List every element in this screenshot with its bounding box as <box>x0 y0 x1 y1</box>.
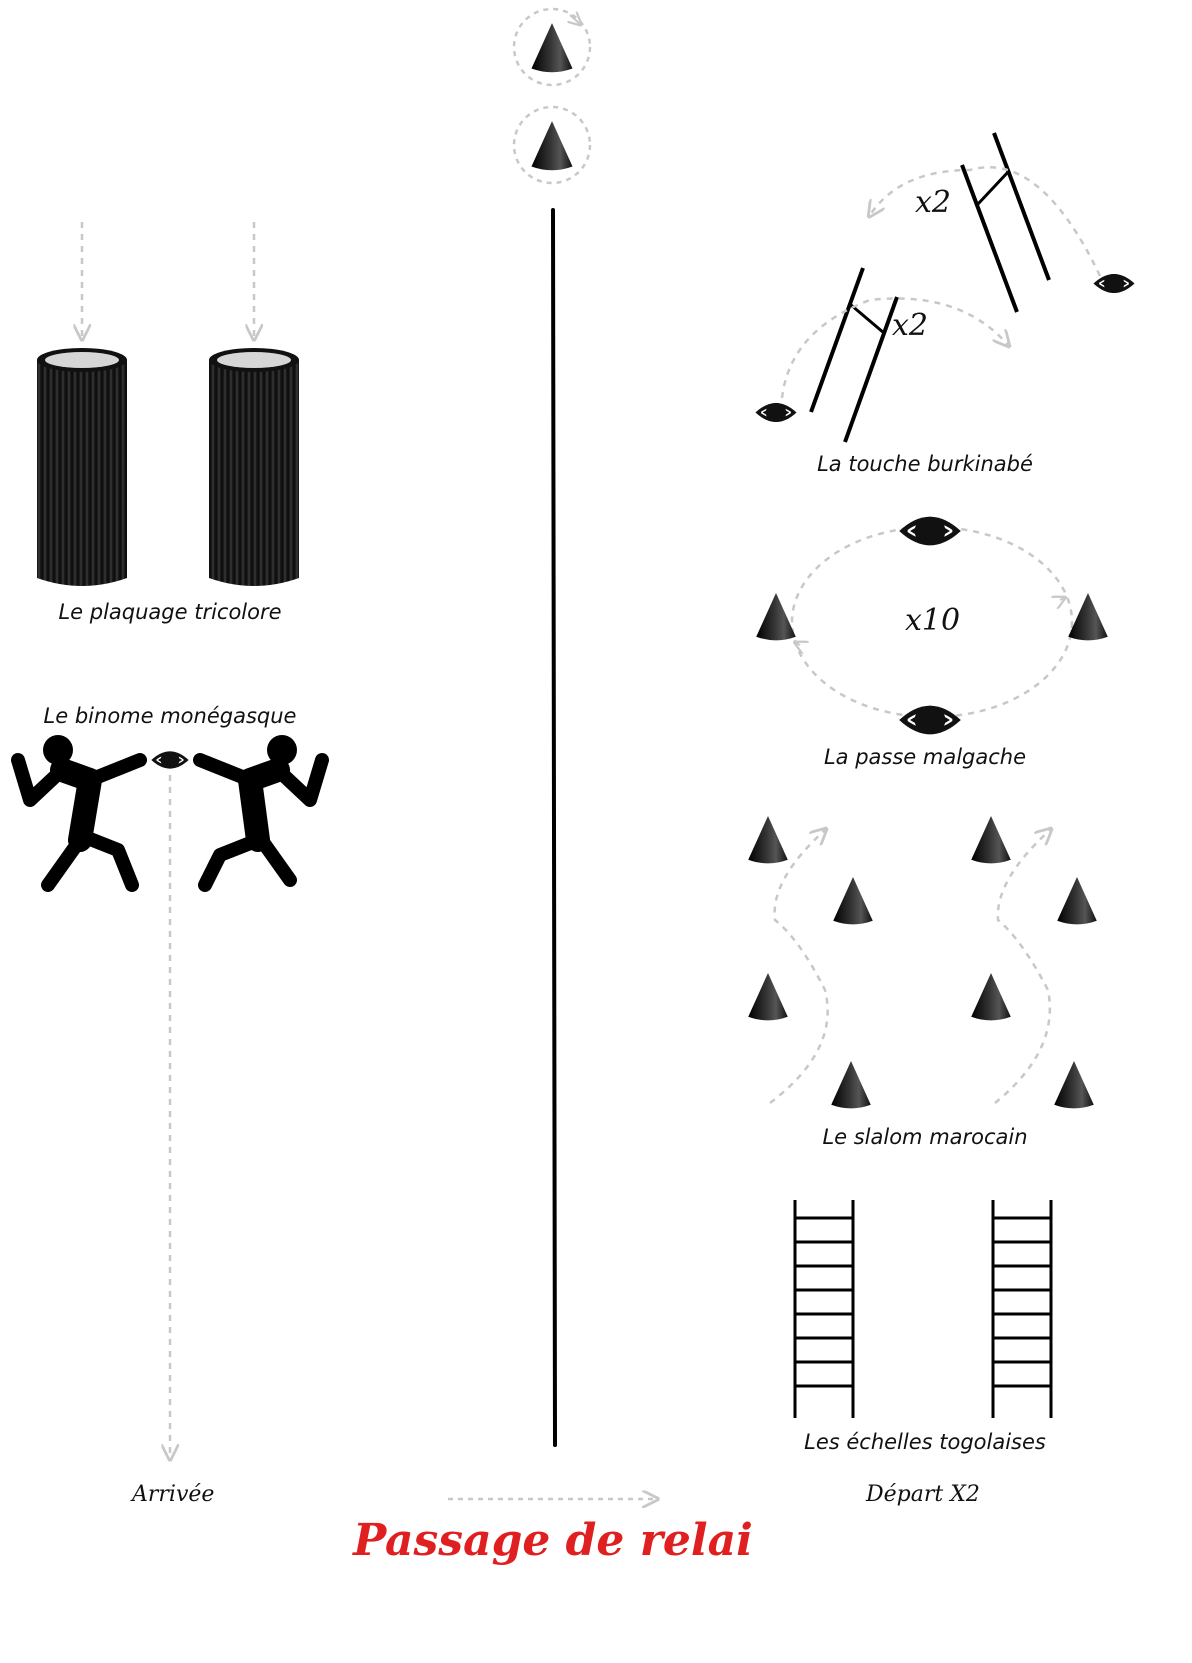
cone-icon <box>531 23 573 73</box>
count-touche-bottom: x2 <box>892 308 929 343</box>
center-divider <box>551 208 557 1447</box>
rugby-ball-icon <box>898 515 962 547</box>
station-label-touche: La touche burkinabé <box>817 452 1033 476</box>
cone-icon <box>831 1061 871 1109</box>
cone-icon <box>748 816 788 864</box>
rugby-ball-icon <box>898 704 962 736</box>
rugby-ball-icon <box>754 402 798 423</box>
station-label-binome: Le binome monégasque <box>43 704 297 728</box>
cone-icon <box>1054 1061 1094 1109</box>
ladder-icon <box>991 1200 1053 1418</box>
player-icon <box>11 735 147 892</box>
top-cone-circles <box>512 7 592 185</box>
rugby-ball-icon <box>1092 273 1136 294</box>
cone-icon <box>1057 877 1097 925</box>
depart-label: Départ X2 <box>866 1482 980 1507</box>
tackle-bag-icon <box>209 348 299 586</box>
cone-icon <box>756 593 796 641</box>
tackle-bag-icon <box>37 348 127 586</box>
echelles-togolaises-drill <box>793 1200 1053 1418</box>
cone-icon <box>531 121 573 171</box>
player-icon <box>193 735 329 892</box>
cone-icon <box>748 973 788 1021</box>
count-passe: x10 <box>905 603 961 638</box>
station-label-slalom: Le slalom marocain <box>822 1125 1028 1149</box>
slalom-marocain-drill <box>748 816 1097 1109</box>
count-touche-top: x2 <box>915 185 952 220</box>
relay-title: Passage de relai <box>353 1515 753 1566</box>
cone-icon <box>971 816 1011 864</box>
touche-burkinabe-drill <box>754 132 1136 443</box>
passe-malgache-drill <box>756 515 1108 736</box>
ladder-icon <box>793 1200 855 1418</box>
station-label-passe: La passe malgache <box>823 745 1027 769</box>
binome-monegasque-drill <box>11 735 329 1458</box>
arrivee-label: Arrivée <box>132 1482 215 1507</box>
rugby-ball-icon <box>150 750 190 770</box>
station-label-echelles: Les échelles togolaises <box>804 1430 1046 1454</box>
station-label-plaquage: Le plaquage tricolore <box>58 600 282 624</box>
cone-icon <box>1068 593 1108 641</box>
cone-icon <box>833 877 873 925</box>
cone-icon <box>971 973 1011 1021</box>
plaquage-tricolore-drill <box>37 222 299 586</box>
